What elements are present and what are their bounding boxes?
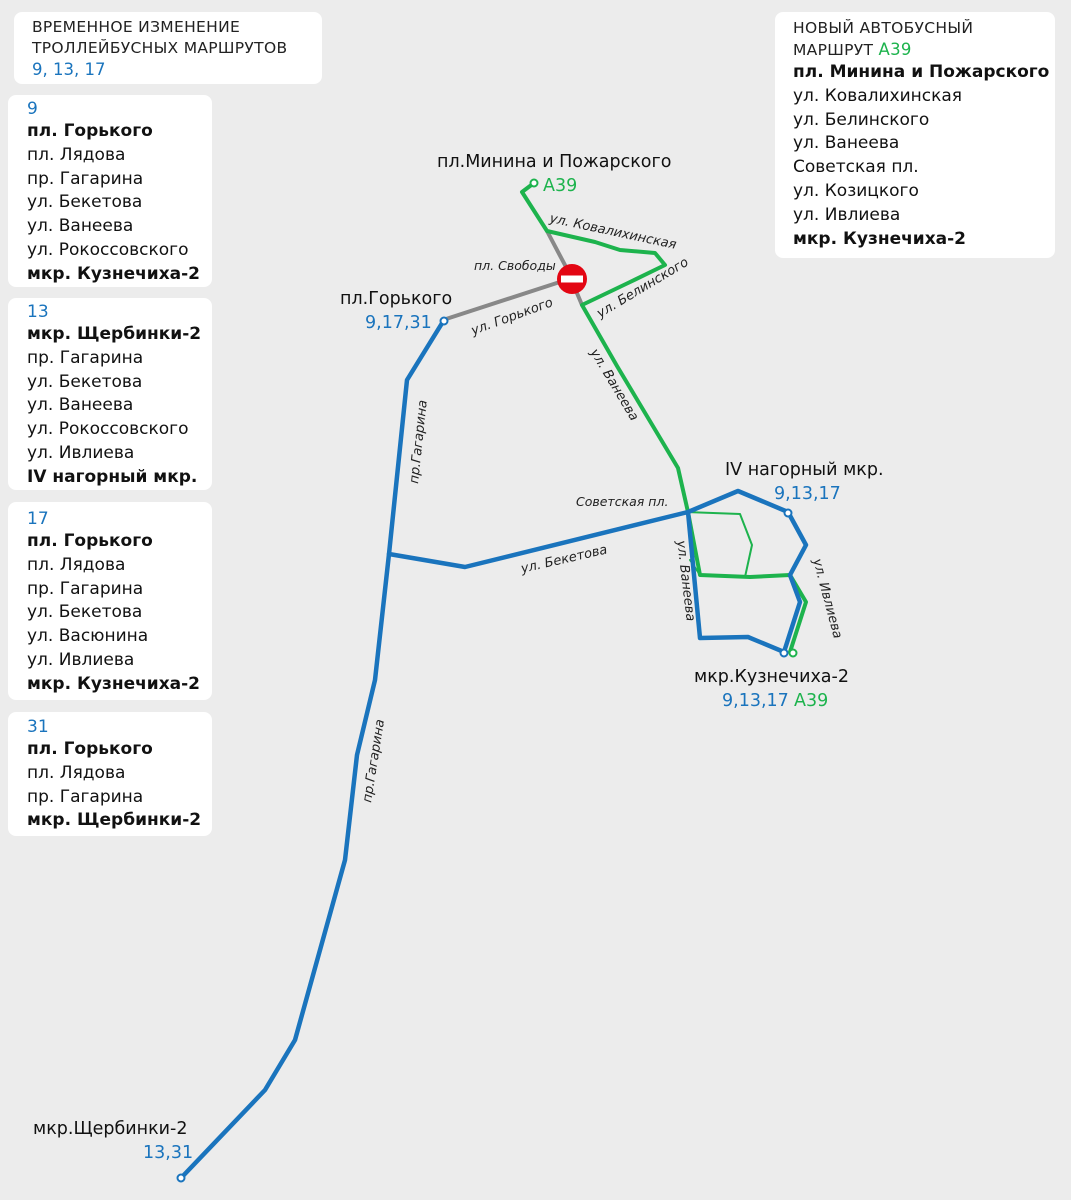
stop-kuznechikha-bus[interactable] xyxy=(788,648,798,658)
bus-stop: пл. Минина и Пожарского xyxy=(793,62,1050,82)
route-stop: ул. Ванеева xyxy=(27,395,134,416)
bus-info-route: А39 xyxy=(878,40,912,59)
bus-stop: Советская пл. xyxy=(793,157,919,178)
stop-shcherbinki[interactable] xyxy=(176,1173,186,1183)
label-gorkogo-routes: 9,17,31 xyxy=(365,313,432,333)
route-stop: ул. Васюнина xyxy=(27,626,149,647)
bus-stop: ул. Ивлиева xyxy=(793,204,901,225)
label-sovetskaya: Советская пл. xyxy=(576,494,668,509)
label-svobody: пл. Свободы xyxy=(474,258,556,273)
street-belinskogo: ул. Белинского xyxy=(593,255,691,322)
route-stop: мкр. Щербинки-2 xyxy=(27,810,202,831)
street-beketova: ул. Бекетова xyxy=(519,542,609,577)
place-labels: пл.Минина и Пожарского А39 пл.Горького 9… xyxy=(33,152,884,1163)
route-stop: ул. Ивлиева xyxy=(27,649,135,670)
route-stop: ул. Рокоссовского xyxy=(27,239,189,260)
route-stop: пл. Лядова xyxy=(27,554,126,575)
route-stop: пр. Гагарина xyxy=(27,168,144,189)
route-number: 13 xyxy=(27,302,49,322)
bus-stop: мкр. Кузнечиха-2 xyxy=(793,228,967,249)
label-iv-nagorny-routes: 9,13,17 xyxy=(774,484,841,504)
route-stop: ул. Бекетова xyxy=(27,602,143,623)
route-stop: пр. Гагарина xyxy=(27,786,144,807)
label-kuznechikha-routes: 9,13,17 xyxy=(722,691,789,711)
route-stop: ул. Ванеева xyxy=(27,216,134,237)
label-kuznechikha: мкр.Кузнечиха-2 xyxy=(694,667,849,687)
route-stop: мкр. Кузнечиха-2 xyxy=(27,263,201,284)
route-stop: пр. Гагарина xyxy=(27,347,144,368)
route-stop: пр. Гагарина xyxy=(27,578,144,599)
route-card-13: 13 мкр. Щербинки-2 пр. Гагарина ул. Беке… xyxy=(8,298,212,490)
bus-info-line1: НОВЫЙ АВТОБУСНЫЙ xyxy=(793,19,974,37)
no-entry-icon xyxy=(557,264,587,294)
route-stop: мкр. Щербинки-2 xyxy=(27,324,202,344)
bus-info-line2: МАРШРУТ А39 xyxy=(793,39,1055,61)
bus-stop: ул. Козицкого xyxy=(793,180,919,201)
route-stop: пл. Горького xyxy=(27,531,153,551)
label-iv-nagorny: IV нагорный мкр. xyxy=(725,460,884,480)
route-number: 9 xyxy=(27,99,38,119)
route-number: 17 xyxy=(27,509,49,529)
route-stop: ул. Бекетова xyxy=(27,371,143,392)
bus-route-a39 xyxy=(520,181,808,654)
stop-markers xyxy=(176,178,798,1183)
route-stop: ул. Рокоссовского xyxy=(27,419,189,440)
small-labels: пл. Свободы Советская пл. xyxy=(474,258,668,509)
street-ivlieva: ул. Ивлиева xyxy=(809,556,845,640)
stop-kuznechikha-trolley[interactable] xyxy=(779,648,789,658)
label-shcherbinki: мкр.Щербинки-2 xyxy=(33,1119,187,1139)
route-number: 31 xyxy=(27,717,49,737)
route-card-17: 17 пл. Горького пл. Лядова пр. Гагарина … xyxy=(8,502,212,700)
trolley-info-routes: 9, 13, 17 xyxy=(32,60,106,79)
street-gagarina-1: пр.Гагарина xyxy=(407,399,431,484)
route-stop: ул. Бекетова xyxy=(27,192,143,213)
route-stop: мкр. Кузнечиха-2 xyxy=(27,673,201,694)
route-stop: пл. Горького xyxy=(27,739,153,759)
trolley-info-line1: ВРЕМЕННОЕ ИЗМЕНЕНИЕ xyxy=(32,18,241,36)
route-stop: IV нагорный мкр. xyxy=(27,466,198,487)
label-minina-routes: А39 xyxy=(543,176,577,196)
trolley-info-line2: ТРОЛЛЕЙБУСНЫХ МАРШРУТОВ xyxy=(32,39,288,57)
label-gorkogo: пл.Горького xyxy=(340,289,452,309)
trolley-routes xyxy=(178,317,809,1181)
label-minina: пл.Минина и Пожарского xyxy=(437,152,671,172)
trolley-info-card: ВРЕМЕННОЕ ИЗМЕНЕНИЕ ТРОЛЛЕЙБУСНЫХ МАРШРУ… xyxy=(14,12,322,84)
bus-stop: ул. Ковалихинская xyxy=(793,85,963,106)
route-stop: пл. Лядова xyxy=(27,762,126,783)
bus-stop: ул. Белинского xyxy=(793,109,930,130)
bus-info-line2-prefix: МАРШРУТ xyxy=(793,41,879,59)
street-gorkogo: ул. Горького xyxy=(468,295,555,339)
stop-iv-nagorny[interactable] xyxy=(783,508,793,518)
route-stop: пл. Горького xyxy=(27,121,153,141)
bus-stop: ул. Ванеева xyxy=(793,133,900,154)
route-stop: ул. Ивлиева xyxy=(27,442,135,463)
label-kuznechikha-bus: А39 xyxy=(794,691,828,711)
label-shcherbinki-routes: 13,31 xyxy=(143,1143,193,1163)
route-card-31: 31 пл. Горького пл. Лядова пр. Гагарина … xyxy=(8,712,212,836)
bus-info-card: НОВЫЙ АВТОБУСНЫЙ МАРШРУТ А39 пл. Минина … xyxy=(775,12,1055,258)
stop-gorkogo[interactable] xyxy=(439,316,449,326)
stop-minina[interactable] xyxy=(529,178,539,188)
route-stop: пл. Лядова xyxy=(27,144,126,165)
route-card-9: 9 пл. Горького пл. Лядова пр. Гагарина у… xyxy=(8,95,212,287)
